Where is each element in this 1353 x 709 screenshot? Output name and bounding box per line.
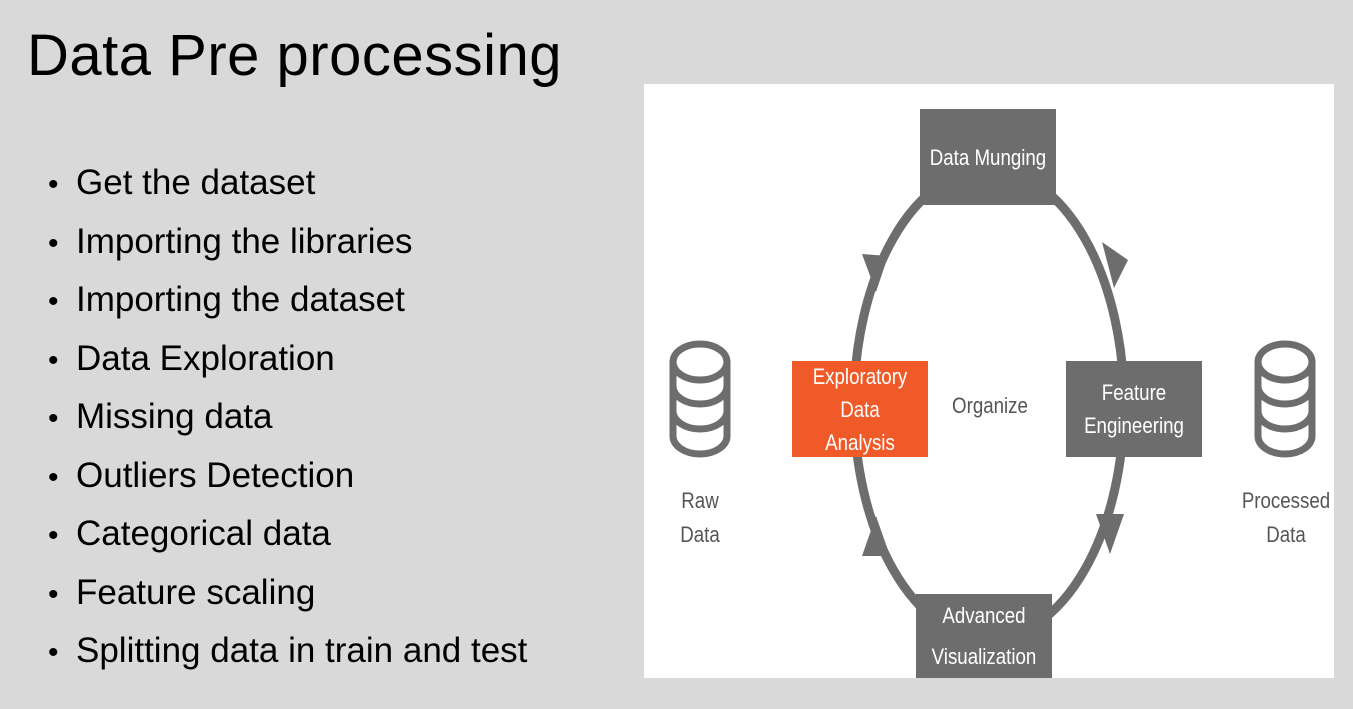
node-label: Advanced	[942, 603, 1026, 628]
cycle-arrow-icon	[1102, 242, 1128, 288]
cycle-arrow-icon	[862, 516, 890, 556]
bullet-text: Get the dataset	[76, 163, 316, 202]
processed-label-line: Data	[1266, 522, 1306, 547]
list-item: • Missing data	[48, 389, 527, 448]
bullet-dot: •	[48, 402, 59, 435]
node-label: Data Munging	[929, 144, 1047, 170]
node-label: Analysis	[825, 429, 895, 455]
list-item: • Outliers Detection	[48, 448, 527, 507]
list-item: • Categorical data	[48, 506, 527, 565]
bullet-dot: •	[48, 519, 59, 552]
database-icon	[1254, 340, 1316, 458]
list-item: • Feature scaling	[48, 565, 527, 624]
cycle-arrow-icon	[862, 254, 888, 292]
node-label: Exploratory Data	[812, 363, 908, 422]
bullet-dot: •	[48, 285, 59, 318]
node-feature-engineering: Feature Engineering	[1066, 361, 1202, 457]
processed-data-label: Processed Data	[1238, 484, 1333, 552]
center-label: Organize	[952, 393, 1028, 418]
raw-label-line: Raw	[681, 488, 719, 513]
data-process-diagram: Data Munging Exploratory Data Analysis F…	[644, 84, 1334, 678]
bullet-text: Importing the libraries	[76, 221, 413, 261]
node-data-munging: Data Munging	[920, 109, 1056, 205]
bullet-text: Splitting data in train and test	[76, 631, 528, 670]
bullet-text: Categorical data	[76, 514, 331, 553]
bullet-text: Importing the dataset	[76, 280, 405, 319]
list-item: • Get the dataset	[48, 155, 527, 214]
node-label: Visualization	[931, 644, 1037, 669]
node-advanced-visualization: Advanced Visualization	[916, 594, 1052, 678]
bullet-dot: •	[48, 343, 59, 377]
bullet-list: • Get the dataset • Importing the librarie…	[48, 155, 527, 682]
bullet-dot: •	[48, 168, 59, 201]
bullet-text: Feature scaling	[76, 572, 316, 612]
list-item: • Importing the libraries	[48, 214, 527, 273]
bullet-dot: •	[48, 577, 59, 611]
raw-label-line: Data	[680, 522, 720, 547]
raw-data-label: Raw Data	[666, 484, 734, 552]
cycle-arrow-icon	[1096, 514, 1124, 554]
bullet-text: Outliers Detection	[76, 455, 355, 495]
bullet-dot: •	[48, 636, 59, 669]
node-label: Feature	[1101, 380, 1167, 405]
bullet-text: Data Exploration	[76, 338, 335, 378]
bullet-text: Missing data	[76, 397, 273, 436]
node-label: Engineering	[1084, 413, 1184, 438]
bullet-dot: •	[48, 226, 59, 260]
list-item: • Importing the dataset	[48, 272, 527, 331]
processed-label-line: Processed	[1241, 488, 1331, 513]
slide-title: Data Pre processing	[27, 23, 562, 88]
node-exploratory-data-analysis: Exploratory Data Analysis	[792, 361, 928, 457]
database-icon	[669, 340, 731, 458]
list-item: • Splitting data in train and test	[48, 623, 527, 682]
list-item: • Data Exploration	[48, 331, 527, 390]
bullet-dot: •	[48, 460, 59, 494]
